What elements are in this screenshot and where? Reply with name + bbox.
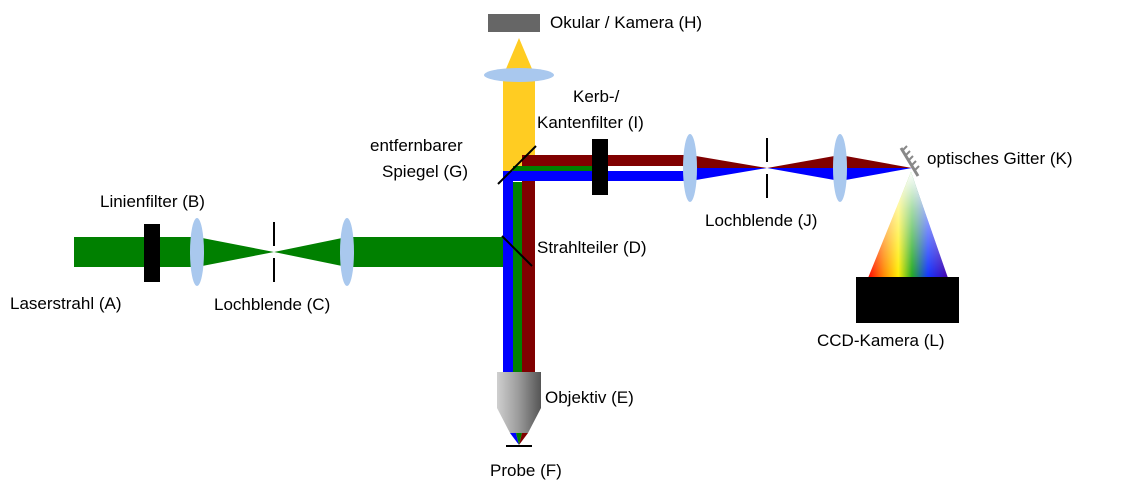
label-notch-line2: Kantenfilter (I) xyxy=(537,113,644,132)
label-line-filter: Linienfilter (B) xyxy=(100,192,205,211)
lens-3 xyxy=(683,134,697,202)
label-pinhole-j: Lochblende (J) xyxy=(705,211,817,230)
laser-cone-diverging xyxy=(274,237,347,267)
spectrum-fade xyxy=(868,172,948,278)
eyepiece-camera xyxy=(488,14,540,32)
laser-beam xyxy=(74,237,154,267)
focus-cone-green xyxy=(516,433,522,445)
beam-splitter xyxy=(501,235,533,267)
objective-lens xyxy=(497,372,541,433)
raman-cone-red-1 xyxy=(690,155,767,168)
label-sample: Probe (F) xyxy=(490,461,562,480)
grating-teeth xyxy=(902,145,920,171)
raman-cone-red-2 xyxy=(767,155,840,168)
line-filter-block xyxy=(144,224,160,282)
label-laser: Laserstrahl (A) xyxy=(10,294,121,313)
label-ccd: CCD-Kamera (L) xyxy=(817,331,945,350)
laser-beam-expanded xyxy=(347,237,503,267)
lens-2 xyxy=(340,218,354,286)
label-pinhole-c: Lochblende (C) xyxy=(214,295,330,314)
label-mirror-line2: Spiegel (G) xyxy=(382,162,468,181)
label-grating: optisches Gitter (K) xyxy=(927,149,1073,168)
raman-cone-red-3 xyxy=(840,155,912,168)
lens-4 xyxy=(833,134,847,202)
removable-mirror xyxy=(497,145,537,185)
raman-cone-blue-1 xyxy=(690,168,767,181)
ccd-camera xyxy=(856,277,959,323)
focus-cone-red xyxy=(519,433,528,445)
label-notch-line1: Kerb-/ xyxy=(573,87,620,106)
label-mirror-line1: entfernbarer xyxy=(370,136,463,155)
notch-filter-block xyxy=(592,139,608,195)
imaging-beam-cone xyxy=(503,38,535,76)
label-objective: Objektiv (E) xyxy=(545,388,634,407)
laser-cone-converging xyxy=(197,237,274,267)
label-beamsplitter: Strahlteiler (D) xyxy=(537,238,647,257)
beam-vertical-green xyxy=(513,182,522,372)
beam-return-green xyxy=(513,166,597,174)
raman-cone-blue-3 xyxy=(840,168,912,181)
eyepiece-lens xyxy=(484,68,554,82)
raman-cone-blue-2 xyxy=(767,168,840,181)
grating xyxy=(899,147,920,177)
label-eyepiece: Okular / Kamera (H) xyxy=(550,13,702,32)
beam-vertical-blue xyxy=(503,172,513,372)
lens-1 xyxy=(190,218,204,286)
beam-vertical-red xyxy=(522,160,535,372)
